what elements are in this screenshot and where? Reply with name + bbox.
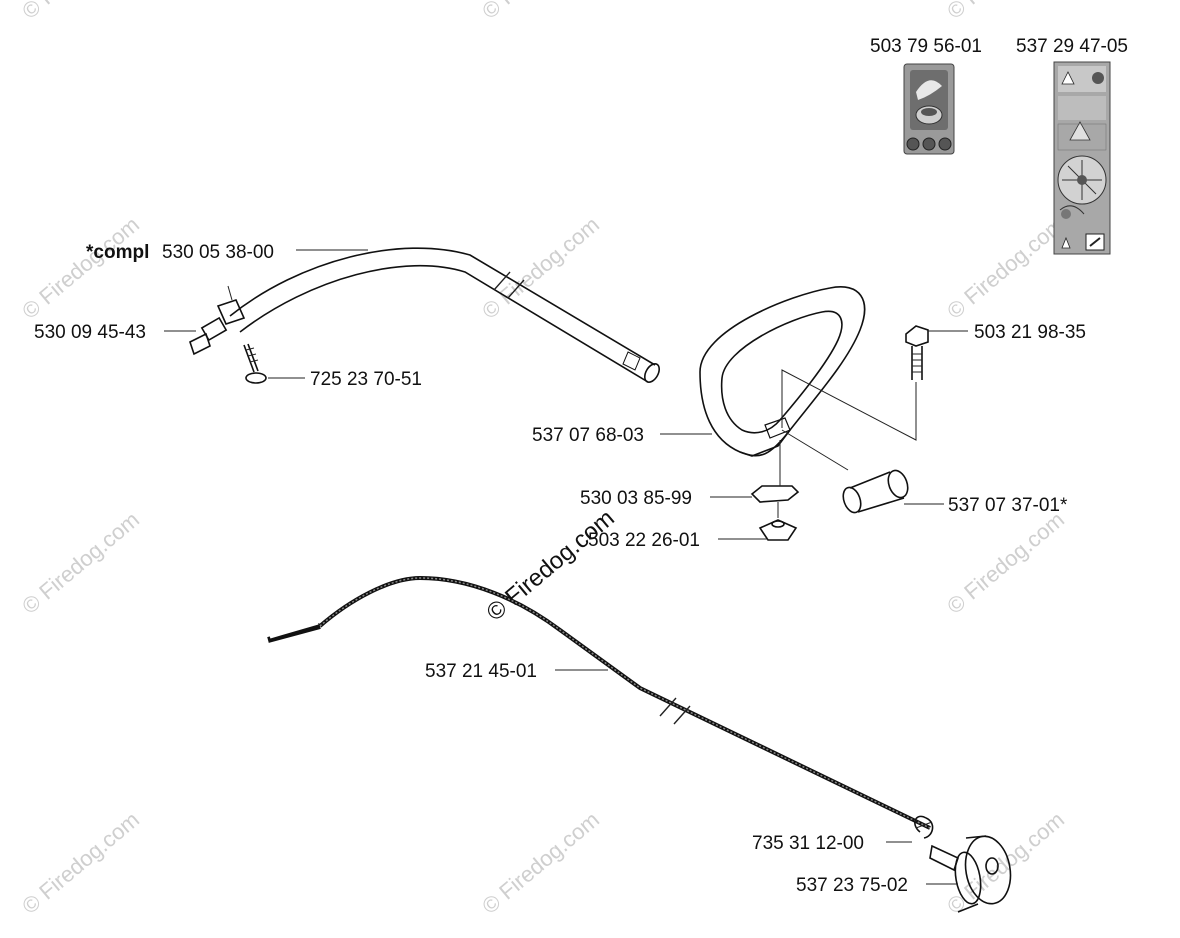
cable-537-21-45-01 [267, 575, 931, 830]
nut-503-22-26-01 [758, 502, 798, 541]
shaft-tube [229, 247, 661, 383]
label-decal-1: 503 79 56-01 [870, 36, 982, 57]
decal-537-29-47-05 [1053, 61, 1111, 255]
watermark: © Firedog.com [17, 0, 144, 24]
watermark: © Firedog.com [477, 807, 604, 919]
label-nut: 503 22 26-01 [588, 530, 700, 551]
drum-537-23-75-02 [929, 835, 1012, 913]
label-cable: 537 21 45-01 [425, 661, 537, 682]
sleeve-537-07-37-01 [781, 429, 909, 514]
part-labels: 503 79 56-01 537 29 47-05 *compl 530 05 … [34, 36, 1128, 896]
label-clip: 735 31 12-00 [752, 833, 864, 854]
watermark: © Firedog.com [17, 212, 144, 324]
label-shaft-prefix: *compl [86, 242, 149, 263]
watermark: © Firedog.com [942, 807, 1069, 919]
label-handle: 537 07 68-03 [532, 425, 644, 446]
label-screw: 725 23 70-51 [310, 369, 422, 390]
bolt-503-21-98-35 [781, 325, 929, 441]
watermark: © Firedog.com [942, 0, 1069, 24]
decal-503-79-56-01 [903, 63, 955, 155]
watermark: © Firedog.com [17, 807, 144, 919]
watermark-center: © Firedog.com [482, 505, 620, 627]
watermark: © Firedog.com [477, 0, 604, 24]
label-drum: 537 23 75-02 [796, 875, 908, 896]
screw-725-23-70-51 [243, 343, 267, 384]
label-coupling: 530 09 45-43 [34, 322, 146, 343]
label-shaft: 530 05 38-00 [162, 242, 274, 263]
watermark: © Firedog.com [942, 212, 1069, 324]
watermark: © Firedog.com [17, 507, 144, 619]
label-sleeve: 537 07 37-01* [948, 495, 1068, 516]
clip-735-31-12-00 [914, 815, 934, 839]
leader-lines [164, 249, 968, 885]
watermark: © Firedog.com [942, 507, 1069, 619]
label-clamp: 530 03 85-99 [580, 488, 692, 509]
loop-handle-537-07-68-03 [699, 286, 866, 457]
clamp-530-03-85-99 [750, 440, 800, 503]
coupling-530-09-45-43 [189, 285, 246, 356]
watermark: © Firedog.com [477, 212, 604, 324]
label-bolt: 503 21 98-35 [974, 322, 1086, 343]
label-decal-2: 537 29 47-05 [1016, 36, 1128, 57]
